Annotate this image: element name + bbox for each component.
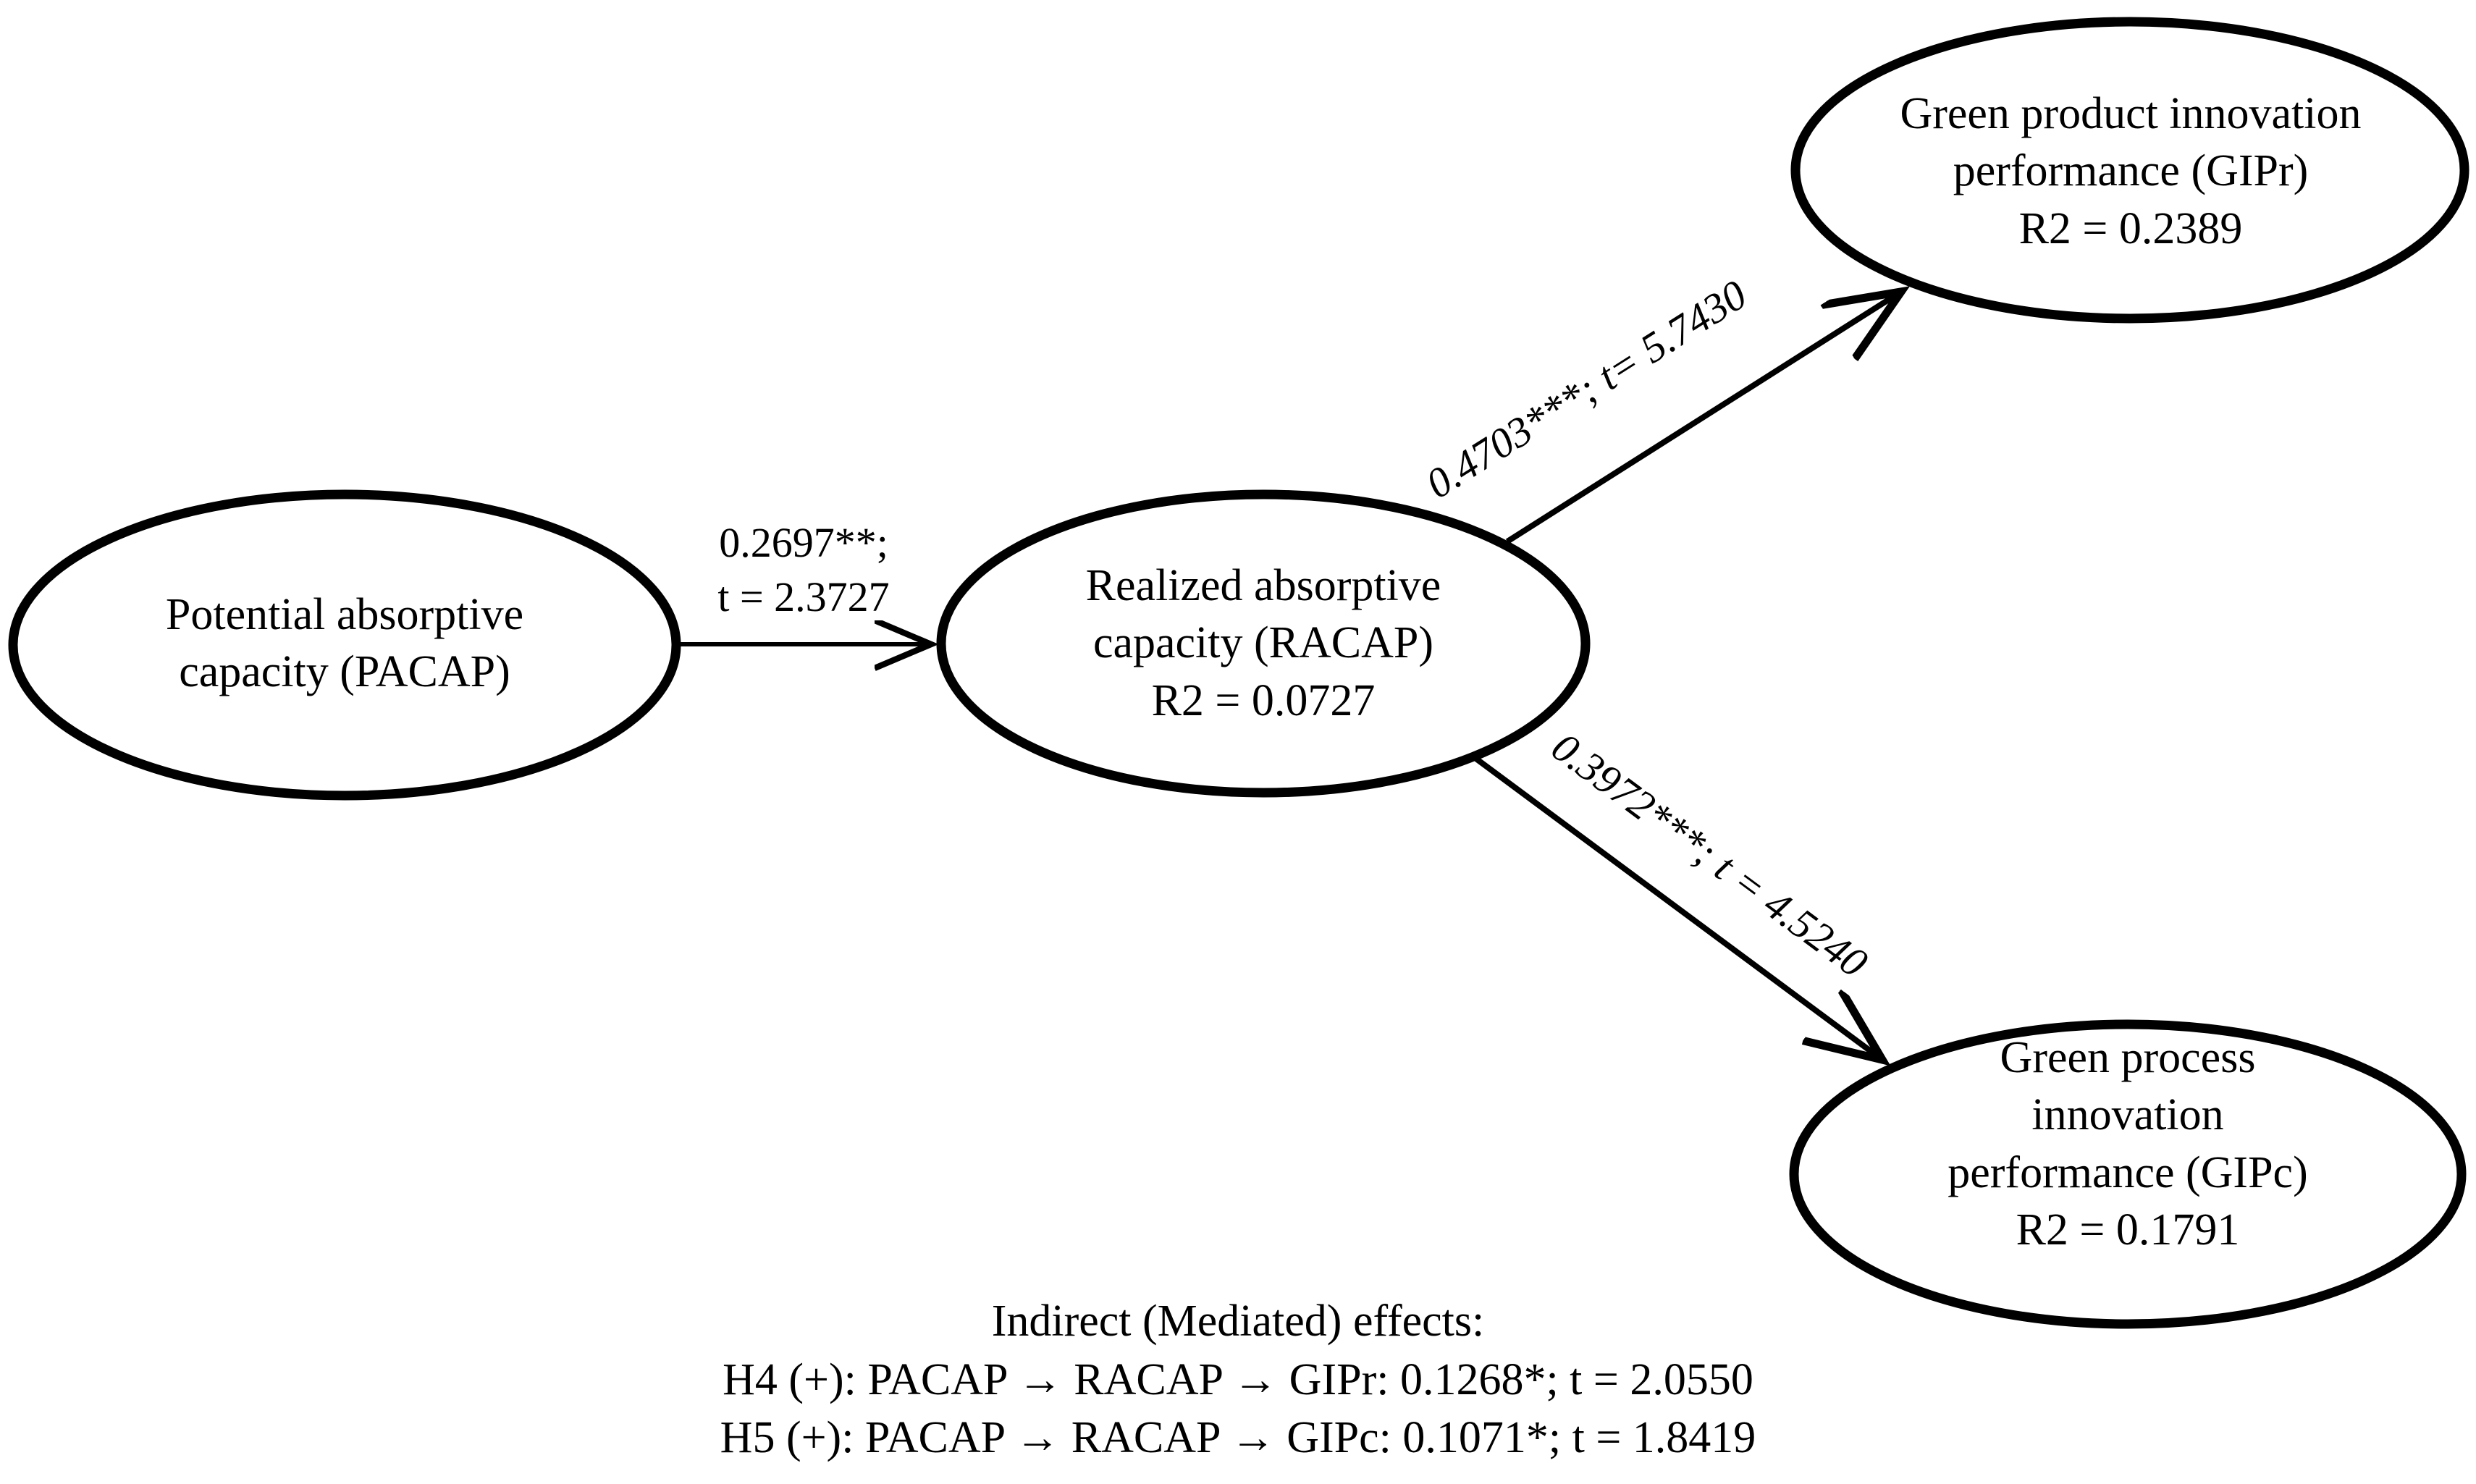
node-gipc-outline[interactable] (1789, 1019, 2467, 1329)
node-pacap-outline[interactable] (8, 489, 681, 801)
node-gipr-outline[interactable] (1790, 17, 2469, 324)
caption-line-h5: H5 (+): PACAP → RACAP → GIPc: 0.1071*; t… (720, 1413, 1756, 1463)
arrow-racap-to-gipc (1469, 752, 1882, 1060)
indirect-effects-caption: Indirect (Mediated) effects: H4 (+): PAC… (0, 1292, 2476, 1467)
node-racap-outline[interactable] (936, 489, 1591, 798)
arrow-racap-to-gipr (1505, 292, 1901, 544)
caption-heading: Indirect (Mediated) effects: (991, 1297, 1485, 1346)
edge-pacap-to-racap-label: 0.2697**; t = 2.3727 (717, 519, 890, 621)
caption-line-h4: H4 (+): PACAP → RACAP → GIPr: 0.1268*; t… (723, 1354, 1753, 1404)
